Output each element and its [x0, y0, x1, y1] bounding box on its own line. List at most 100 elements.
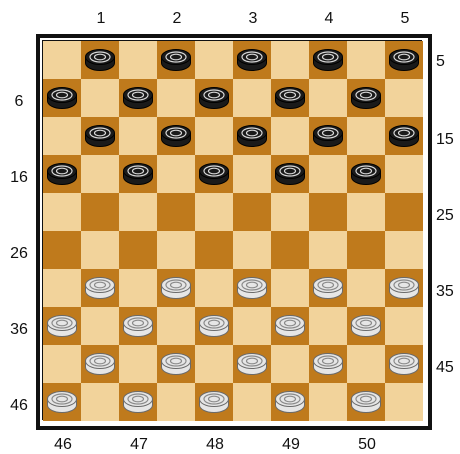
board-square-35[interactable] [385, 269, 423, 307]
board-square-6[interactable] [43, 79, 81, 117]
board-square-11[interactable] [81, 117, 119, 155]
white-piece[interactable] [160, 276, 192, 300]
board-square-light [309, 383, 347, 421]
white-piece[interactable] [274, 390, 306, 414]
white-piece[interactable] [388, 352, 420, 376]
board-square-1[interactable] [81, 41, 119, 79]
board-square-33[interactable] [233, 269, 271, 307]
board-square-29[interactable] [271, 231, 309, 269]
black-piece[interactable] [236, 48, 268, 72]
board-square-23[interactable] [233, 193, 271, 231]
white-piece[interactable] [350, 314, 382, 338]
board-square-30[interactable] [347, 231, 385, 269]
white-piece[interactable] [198, 390, 230, 414]
black-piece[interactable] [198, 162, 230, 186]
black-piece[interactable] [274, 162, 306, 186]
board-square-21[interactable] [81, 193, 119, 231]
black-piece[interactable] [388, 124, 420, 148]
board-square-24[interactable] [309, 193, 347, 231]
white-piece[interactable] [198, 314, 230, 338]
board-square-3[interactable] [233, 41, 271, 79]
white-piece[interactable] [236, 276, 268, 300]
board-square-light [81, 383, 119, 421]
black-piece[interactable] [350, 162, 382, 186]
board-square-22[interactable] [157, 193, 195, 231]
black-piece[interactable] [198, 86, 230, 110]
board-square-48[interactable] [195, 383, 233, 421]
board-square-17[interactable] [119, 155, 157, 193]
black-piece[interactable] [84, 124, 116, 148]
board-square-44[interactable] [309, 345, 347, 383]
white-piece[interactable] [122, 390, 154, 414]
board-square-light [233, 155, 271, 193]
black-piece[interactable] [236, 124, 268, 148]
black-piece[interactable] [312, 124, 344, 148]
board-square-15[interactable] [385, 117, 423, 155]
black-piece[interactable] [388, 48, 420, 72]
board-square-39[interactable] [271, 307, 309, 345]
board-square-38[interactable] [195, 307, 233, 345]
white-piece[interactable] [312, 276, 344, 300]
board-square-12[interactable] [157, 117, 195, 155]
white-piece[interactable] [84, 276, 116, 300]
black-piece[interactable] [122, 162, 154, 186]
board-square-37[interactable] [119, 307, 157, 345]
board-square-10[interactable] [347, 79, 385, 117]
black-piece[interactable] [84, 48, 116, 72]
right-label: 5 [436, 54, 445, 70]
board-square-50[interactable] [347, 383, 385, 421]
board-square-2[interactable] [157, 41, 195, 79]
black-piece[interactable] [46, 86, 78, 110]
board-square-47[interactable] [119, 383, 157, 421]
black-piece[interactable] [122, 86, 154, 110]
black-piece[interactable] [350, 86, 382, 110]
black-piece[interactable] [160, 124, 192, 148]
white-piece[interactable] [236, 352, 268, 376]
board-square-27[interactable] [119, 231, 157, 269]
black-piece[interactable] [46, 162, 78, 186]
board-square-34[interactable] [309, 269, 347, 307]
board-square-26[interactable] [43, 231, 81, 269]
board-square-5[interactable] [385, 41, 423, 79]
black-piece[interactable] [312, 48, 344, 72]
board-square-36[interactable] [43, 307, 81, 345]
black-piece[interactable] [274, 86, 306, 110]
white-piece[interactable] [84, 352, 116, 376]
board-square-13[interactable] [233, 117, 271, 155]
board-square-4[interactable] [309, 41, 347, 79]
board-square-49[interactable] [271, 383, 309, 421]
board-square-7[interactable] [119, 79, 157, 117]
board-square-31[interactable] [81, 269, 119, 307]
board-square-18[interactable] [195, 155, 233, 193]
board-square-9[interactable] [271, 79, 309, 117]
white-piece[interactable] [122, 314, 154, 338]
white-piece[interactable] [350, 390, 382, 414]
board-square-41[interactable] [81, 345, 119, 383]
board-square-light [195, 117, 233, 155]
board-square-40[interactable] [347, 307, 385, 345]
board-square-20[interactable] [347, 155, 385, 193]
board-square-28[interactable] [195, 231, 233, 269]
board-square-8[interactable] [195, 79, 233, 117]
white-piece[interactable] [160, 352, 192, 376]
black-piece[interactable] [160, 48, 192, 72]
board-square-16[interactable] [43, 155, 81, 193]
white-piece[interactable] [312, 352, 344, 376]
board-square-25[interactable] [385, 193, 423, 231]
board-square-19[interactable] [271, 155, 309, 193]
board-square-light [157, 383, 195, 421]
white-piece[interactable] [46, 390, 78, 414]
top-label: 5 [386, 11, 424, 27]
board-square-43[interactable] [233, 345, 271, 383]
board-square-32[interactable] [157, 269, 195, 307]
white-piece[interactable] [388, 276, 420, 300]
board-square-42[interactable] [157, 345, 195, 383]
left-label: 46 [4, 398, 34, 414]
board-square-45[interactable] [385, 345, 423, 383]
white-piece[interactable] [274, 314, 306, 338]
board-square-14[interactable] [309, 117, 347, 155]
white-piece[interactable] [46, 314, 78, 338]
top-label: 2 [158, 11, 196, 27]
checkers-board [42, 40, 422, 420]
board-square-46[interactable] [43, 383, 81, 421]
